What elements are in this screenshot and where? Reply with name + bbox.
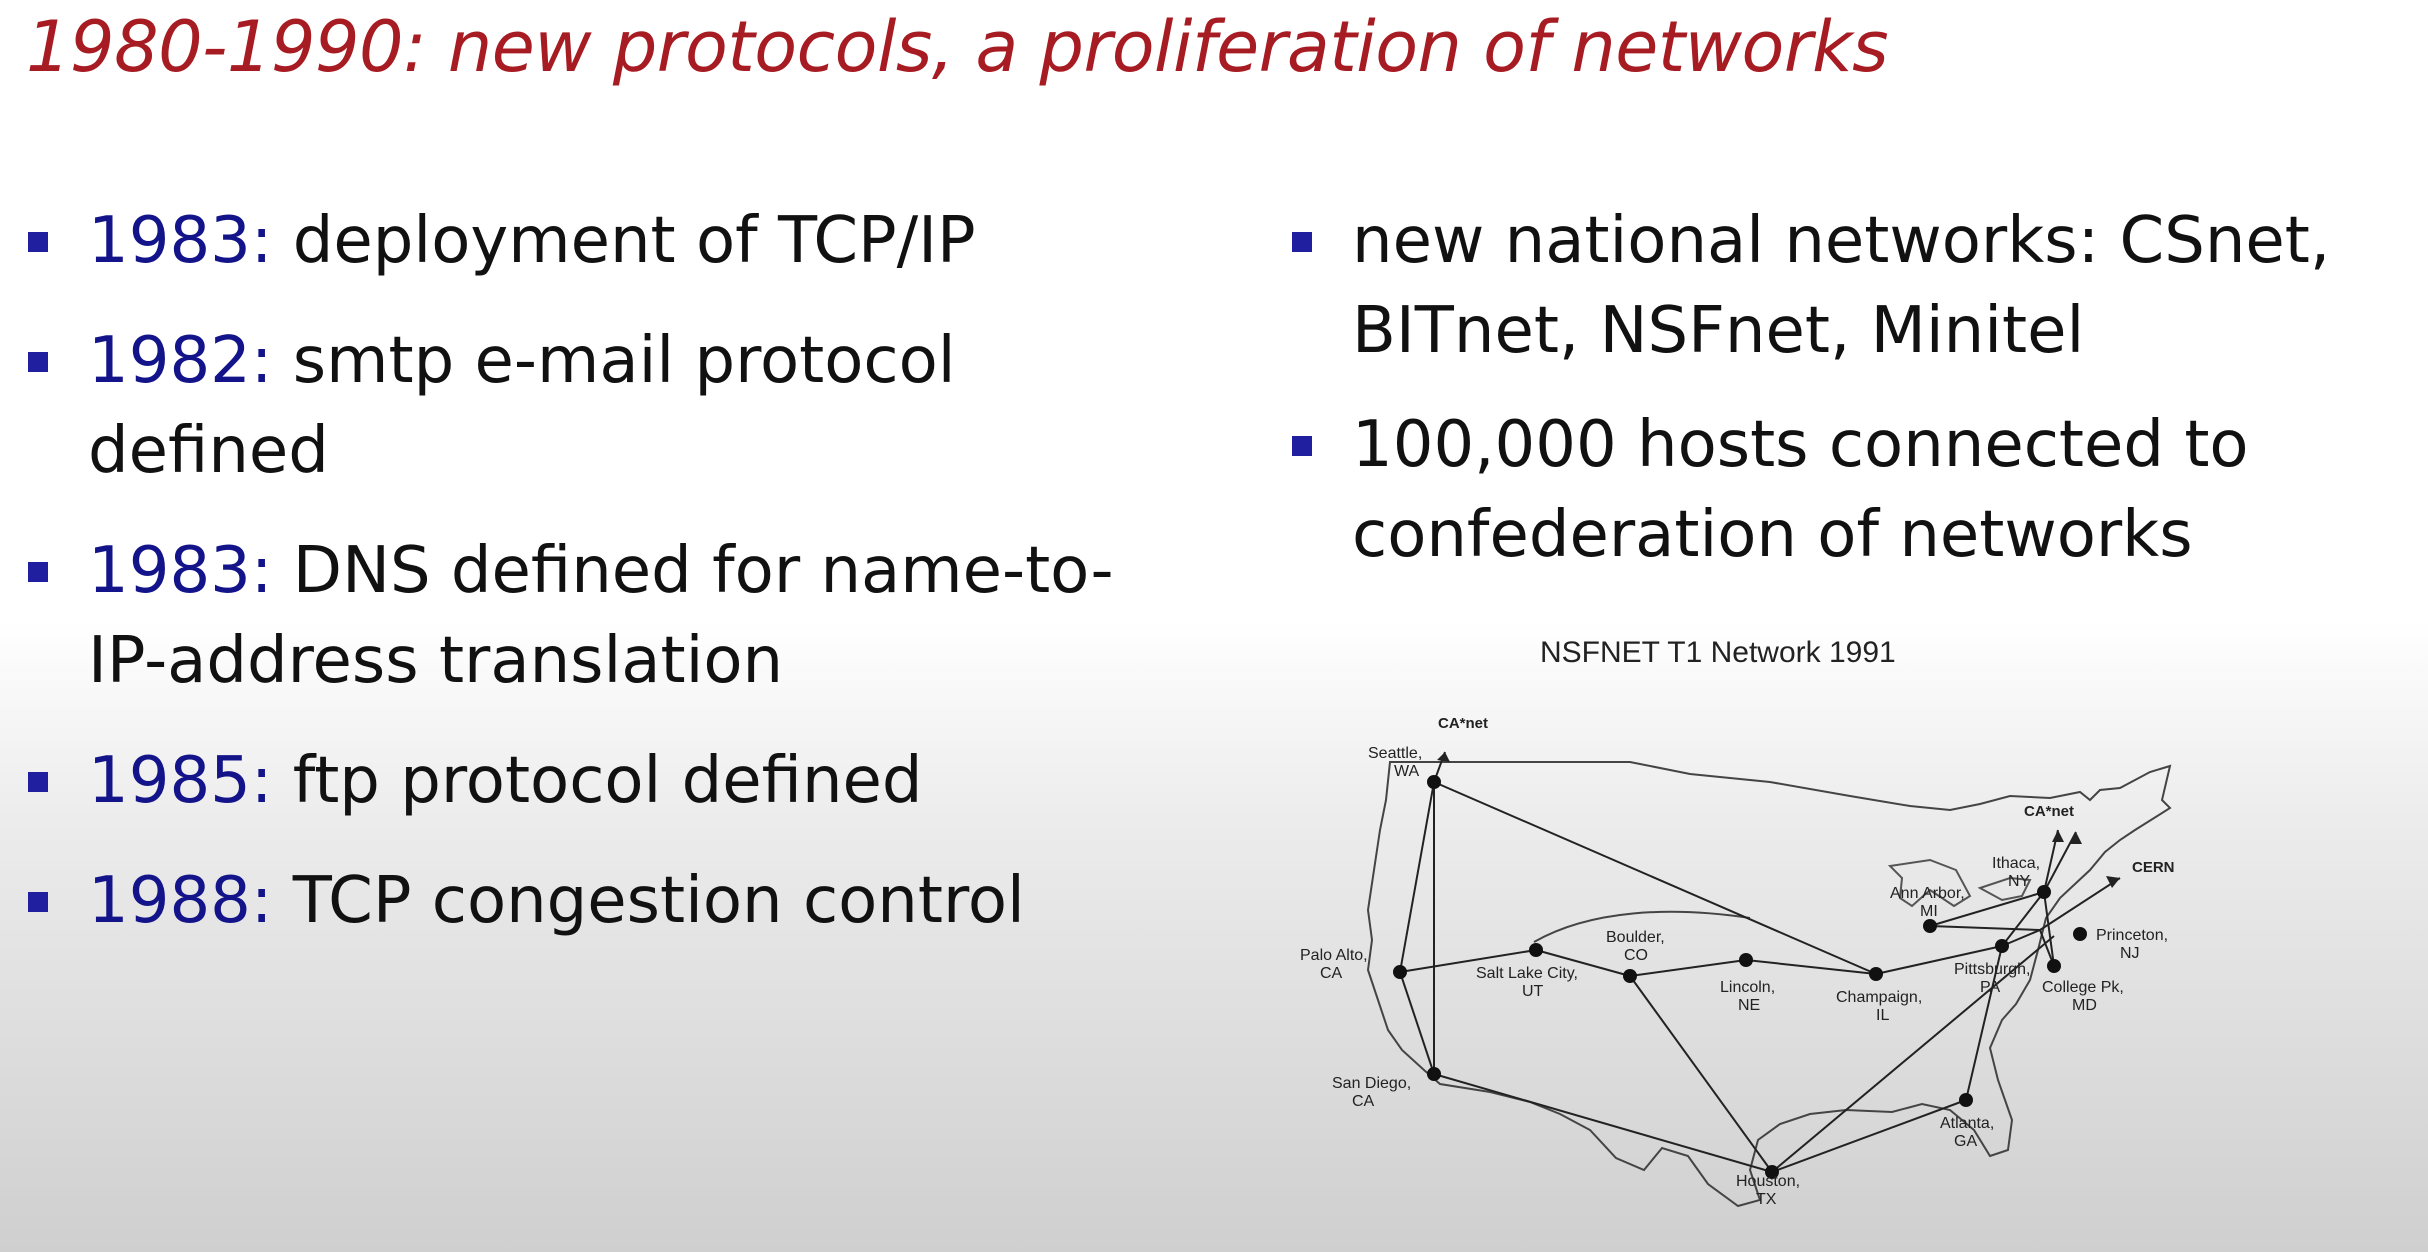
bullet-item: 1985: ftp protocol defined <box>24 736 1184 826</box>
ann-arbor-label: Ann Arbor, <box>1890 885 1965 902</box>
champaign-label: Champaign, <box>1836 989 1922 1006</box>
node-college-pk <box>2047 959 2061 973</box>
bullet-text: ftp protocol defined <box>272 744 923 818</box>
college-pk-label: College Pk, <box>2042 979 2124 996</box>
node-ithaca <box>2037 885 2051 899</box>
champaign-state: IL <box>1876 1007 1889 1024</box>
bullet-item: new national networks: CSnet, BITnet, NS… <box>1288 196 2418 376</box>
bullet-year: 1985: <box>88 744 273 818</box>
houston-label: Houston, <box>1736 1173 1800 1190</box>
atlanta-state: GA <box>1954 1133 1977 1150</box>
ithaca-label: Ithaca, <box>1992 855 2040 872</box>
princeton-label: Princeton, <box>2096 927 2168 944</box>
pittsburgh-label: Pittsburgh, <box>1954 961 2030 978</box>
seattle-label: Seattle, <box>1368 745 1422 762</box>
bullet-year: 1983: <box>88 534 273 608</box>
bullet-year: 1988: <box>88 864 273 938</box>
bullet-year: 1983: <box>88 204 273 278</box>
ithaca-state: NY <box>2008 873 2031 890</box>
boulder-state: CO <box>1624 947 1648 964</box>
cern-label: CERN <box>2132 859 2175 876</box>
seattle-state: WA <box>1394 763 1420 780</box>
bullet-text: new national networks: CSnet, BITnet, NS… <box>1352 204 2331 368</box>
palo-alto-state: CA <box>1320 965 1343 982</box>
node-champaign <box>1869 967 1883 981</box>
bullet-text: TCP congestion control <box>272 864 1025 938</box>
nsfnet-map: CA*net CA*net CERN Seattle, WA Palo Alto… <box>1300 715 2175 1208</box>
bullet-item: 100,000 hosts connected to confederation… <box>1288 400 2418 580</box>
map-caption: NSFNET T1 Network 1991 <box>1540 636 1896 669</box>
node-boulder <box>1623 969 1637 983</box>
right-bullet-list: new national networks: CSnet, BITnet, NS… <box>1288 196 2418 604</box>
bullet-text: DNS defined for name-to-IP-address trans… <box>88 534 1114 698</box>
arrowheads <box>1437 752 2120 888</box>
great-lakes <box>1887 858 2032 908</box>
node-ann-arbor <box>1923 919 1937 933</box>
node-atlanta <box>1959 1093 1973 1107</box>
bullet-text: deployment of TCP/IP <box>272 204 976 278</box>
boulder-arc <box>1533 910 1751 943</box>
node-houston <box>1765 1165 1779 1179</box>
node-princeton <box>2073 927 2087 941</box>
bullet-item: 1983: DNS defined for name-to-IP-address… <box>24 526 1184 706</box>
node-pittsburgh <box>1995 939 2009 953</box>
bullet-item: 1983: deployment of TCP/IP <box>24 196 1184 286</box>
canet-east-label: CA*net <box>2024 803 2074 820</box>
node-san-diego <box>1427 1067 1441 1081</box>
bullet-item: 1988: TCP congestion control <box>24 856 1184 946</box>
houston-state: TX <box>1756 1191 1777 1208</box>
san-diego-state: CA <box>1352 1093 1375 1110</box>
bullet-text: smtp e-mail protocol defined <box>88 324 956 488</box>
node-salt-lake <box>1529 943 1543 957</box>
salt-lake-label: Salt Lake City, <box>1476 965 1578 982</box>
salt-lake-state: UT <box>1522 983 1544 1000</box>
pittsburgh-state: PA <box>1980 979 2000 996</box>
lincoln-state: NE <box>1738 997 1760 1014</box>
node-palo-alto <box>1393 965 1407 979</box>
boulder-label: Boulder, <box>1606 929 1665 946</box>
slide-title: 1980-1990: new protocols, a proliferatio… <box>26 6 1889 88</box>
lincoln-label: Lincoln, <box>1720 979 1775 996</box>
canet-west-label: CA*net <box>1438 715 1488 732</box>
node-lincoln <box>1739 953 1753 967</box>
college-pk-state: MD <box>2072 997 2097 1014</box>
left-bullet-list: 1983: deployment of TCP/IP 1982: smtp e-… <box>24 196 1184 976</box>
ann-arbor-state: MI <box>1920 903 1938 920</box>
network-nodes <box>1393 775 2087 1179</box>
palo-alto-label: Palo Alto, <box>1300 947 1368 964</box>
bullet-year: 1982: <box>88 324 273 398</box>
bullet-text: 100,000 hosts connected to confederation… <box>1352 408 2249 572</box>
princeton-state: NJ <box>2120 945 2140 962</box>
atlanta-label: Atlanta, <box>1940 1115 1994 1132</box>
bullet-item: 1982: smtp e-mail protocol defined <box>24 316 1184 496</box>
san-diego-label: San Diego, <box>1332 1075 1411 1092</box>
node-seattle <box>1427 775 1441 789</box>
